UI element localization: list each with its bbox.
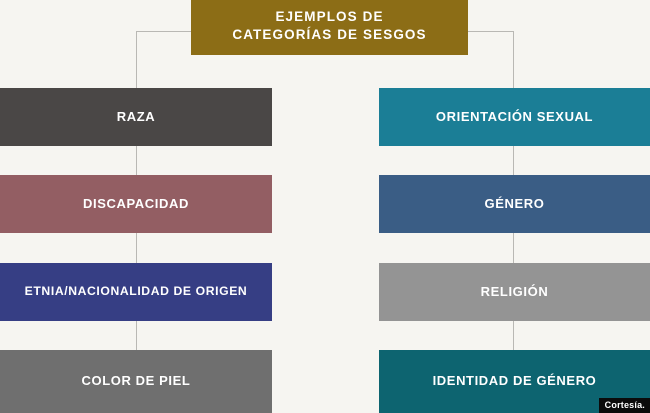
node-identidad-de-genero: IDENTIDAD DE GÉNERO (379, 350, 650, 413)
node-root-label-line1: EJEMPLOS DE (275, 8, 384, 24)
node-etnia-nacionalidad-origen: ETNIA/NACIONALIDAD DE ORIGEN (0, 263, 272, 321)
node-orientacion-sexual: ORIENTACIÓN SEXUAL (379, 88, 650, 146)
node-orientacion-sexual-label: ORIENTACIÓN SEXUAL (435, 108, 594, 124)
courtesy-watermark: Cortesía. (598, 398, 650, 413)
node-color-de-piel: COLOR DE PIEL (0, 350, 272, 413)
connector-root-to-left-horizontal (136, 31, 192, 32)
connector-right-row1-row2 (513, 146, 514, 176)
node-root-ejemplos-categorias-sesgos: EJEMPLOS DE CATEGORÍAS DE SESGOS (191, 0, 468, 55)
connector-left-row1-row2 (136, 146, 137, 176)
connector-left-row2-row3 (136, 233, 137, 264)
node-color-de-piel-label: COLOR DE PIEL (81, 373, 191, 389)
node-genero: GÉNERO (379, 175, 650, 233)
node-etnia-label-line1: ETNIA/NACIONALIDAD DE (24, 284, 192, 299)
node-religion-label: RELIGIÓN (480, 283, 549, 299)
node-raza: RAZA (0, 88, 272, 146)
node-genero-label: GÉNERO (484, 195, 545, 211)
node-etnia-label-line2: ORIGEN (195, 284, 248, 299)
connector-right-row2-row3 (513, 233, 514, 264)
connector-left-vertical-trunk (136, 31, 137, 89)
node-religion: RELIGIÓN (379, 263, 650, 321)
node-root-label-line2: CATEGORÍAS DE SESGOS (232, 26, 427, 42)
connector-left-row3-row4 (136, 321, 137, 351)
connector-right-row3-row4 (513, 321, 514, 351)
node-discapacidad: DISCAPACIDAD (0, 175, 272, 233)
node-identidad-de-genero-label: IDENTIDAD DE GÉNERO (432, 373, 597, 389)
node-discapacidad-label: DISCAPACIDAD (83, 195, 189, 211)
connector-right-vertical-trunk (513, 31, 514, 89)
connector-root-to-right-horizontal (467, 31, 514, 32)
node-raza-label: RAZA (116, 108, 156, 124)
